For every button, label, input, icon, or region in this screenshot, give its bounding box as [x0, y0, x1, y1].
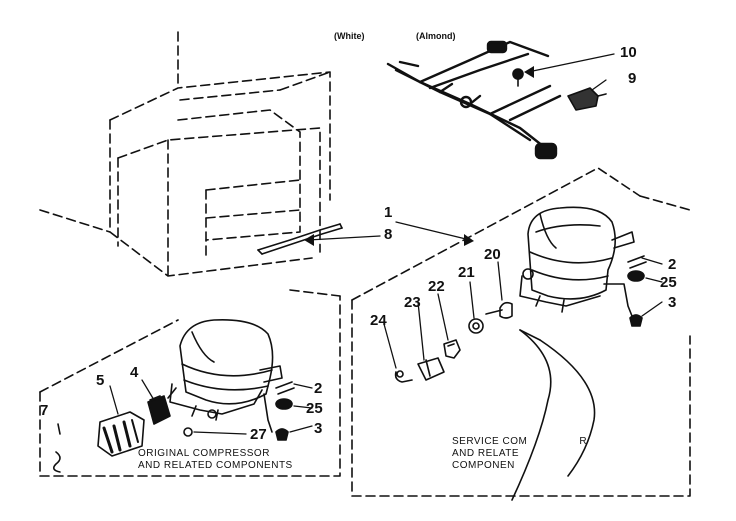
label-part-2-service: 2	[668, 256, 677, 273]
service-hardware	[627, 255, 647, 327]
label-almond: (Almond)	[416, 31, 456, 41]
caption-service-line2: AND RELATE	[452, 448, 520, 459]
label-part-23: 23	[404, 294, 421, 311]
caption-service: SERVICE COM R AND RELATE COMPONEN	[452, 436, 587, 472]
original-boundary	[39, 289, 341, 477]
label-part-2-original: 2	[314, 380, 323, 397]
label-part-21: 21	[458, 264, 475, 281]
caption-original-line2: AND RELATED COMPONENTS	[138, 460, 293, 471]
label-part-8: 8	[384, 226, 393, 243]
label-part-10: 10	[620, 44, 637, 61]
label-part-9: 9	[628, 70, 637, 87]
leader-lines	[109, 53, 663, 435]
caption-service-line1-tail: R	[579, 436, 588, 447]
label-part-4: 4	[130, 364, 139, 381]
service-compressor	[519, 206, 635, 317]
label-white: (White)	[334, 31, 365, 41]
original-hardware	[183, 381, 295, 441]
caption-original-line1: ORIGINAL COMPRESSOR	[138, 448, 270, 459]
label-part-25-original: 25	[306, 400, 323, 417]
screw-10	[512, 68, 524, 87]
plug-9	[567, 87, 607, 111]
service-boundary	[351, 167, 691, 497]
label-part-3-service: 3	[668, 294, 677, 311]
label-part-20: 20	[484, 246, 501, 263]
label-part-5: 5	[96, 372, 105, 389]
caption-service-line3: COMPONEN	[452, 460, 515, 471]
original-compressor	[167, 318, 283, 421]
label-part-24: 24	[370, 312, 387, 329]
label-part-25-service: 25	[660, 274, 677, 291]
label-part-27: 27	[250, 426, 267, 443]
caption-service-line1: SERVICE COM	[452, 436, 528, 447]
service-components	[394, 301, 513, 383]
clip-7	[52, 423, 61, 473]
label-part-1: 1	[384, 204, 393, 221]
arrow-heads	[304, 66, 534, 246]
label-part-7: 7	[40, 402, 49, 419]
wire-harness	[386, 40, 562, 160]
relay-4	[147, 395, 171, 425]
label-part-22: 22	[428, 278, 445, 295]
cover-5	[97, 411, 145, 457]
cabinet-outline	[39, 31, 331, 277]
tubing	[511, 329, 596, 501]
label-part-3-original: 3	[314, 420, 323, 437]
caption-original: ORIGINAL COMPRESSOR AND RELATED COMPONEN…	[138, 448, 293, 472]
